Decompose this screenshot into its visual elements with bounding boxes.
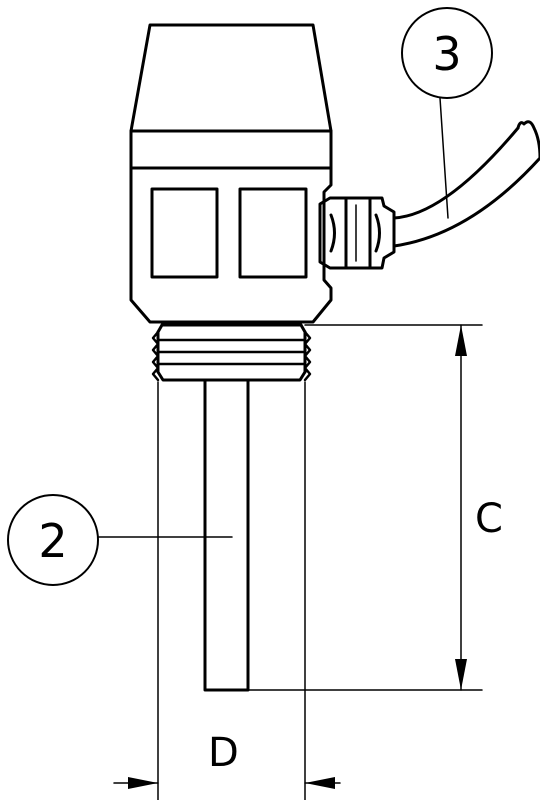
sensor-cap [129, 23, 333, 133]
housing-window-right [238, 187, 308, 279]
cable-gland [318, 196, 396, 270]
callout-cable-label: 3 [432, 27, 461, 81]
dimension-arrow-bottom [455, 659, 467, 690]
dimension-arrow-top [455, 325, 467, 356]
thread [151, 323, 312, 382]
sensor-housing [129, 129, 333, 324]
callout-cable [401, 7, 493, 219]
housing-window-left [150, 187, 219, 279]
dimension-diameter-label: D [208, 730, 239, 776]
cable [392, 120, 540, 248]
dimension-diameter [113, 381, 341, 800]
dimension-length-label: C [475, 496, 503, 542]
dimension-arrow-left [128, 777, 158, 789]
callout-sensor-rod [7, 494, 233, 586]
sensor-rod [203, 378, 250, 692]
dimension-arrow-right [305, 777, 335, 789]
dimension-length [247, 324, 483, 691]
callout-sensor-rod-label: 2 [38, 514, 67, 568]
